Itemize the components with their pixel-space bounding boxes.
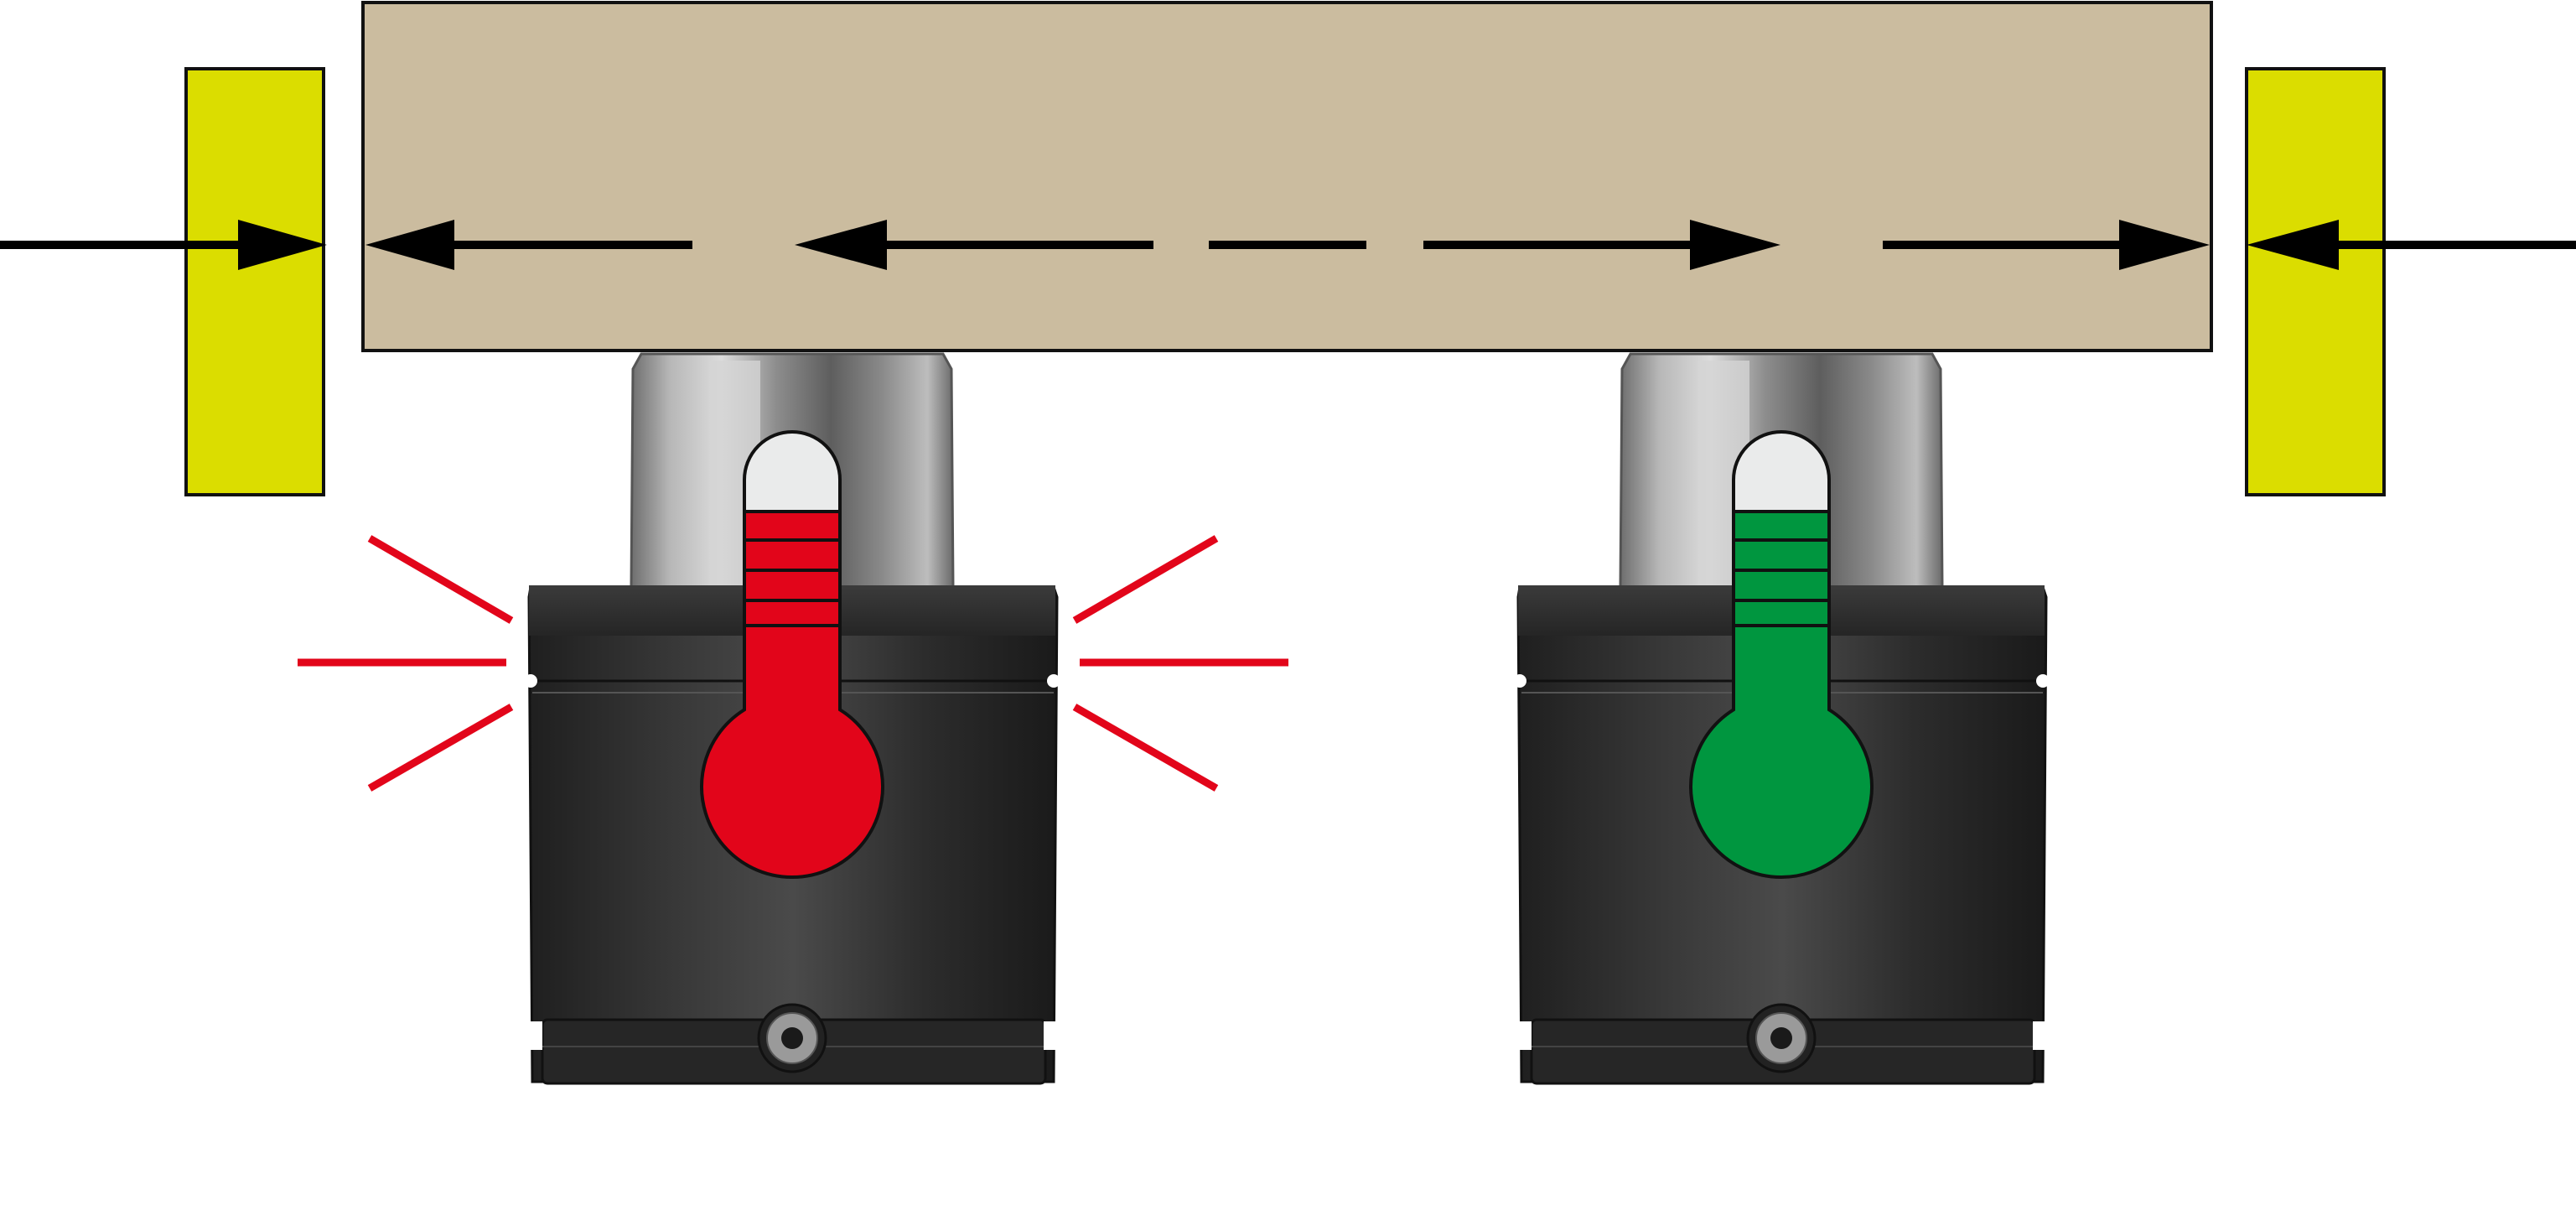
expansion-arrow-left-inner xyxy=(795,220,1153,270)
heat-ray xyxy=(367,535,514,624)
thermometer-hot-icon xyxy=(700,430,884,879)
heat-ray xyxy=(1072,704,1219,792)
thermometer-cap xyxy=(743,430,842,513)
thermometer-cap xyxy=(1732,430,1831,513)
expansion-arrow-left-outer xyxy=(365,220,692,270)
bottom-notch xyxy=(527,1021,542,1050)
bottom-notch xyxy=(1516,1021,1532,1050)
thermometer-body xyxy=(1689,510,1874,879)
left-clamping-force-arrow xyxy=(0,220,327,270)
modules xyxy=(298,352,2050,1085)
expansion-arrow-right-inner xyxy=(1423,220,1780,270)
workpiece-block xyxy=(361,1,2213,352)
screw-socket xyxy=(1770,1027,1792,1049)
housing-notch xyxy=(1513,674,1526,688)
heat-ray xyxy=(1072,535,1219,624)
thermometer-normal-icon xyxy=(1689,430,1874,879)
left-clamp-block xyxy=(184,67,325,496)
bottom-notch xyxy=(1044,1021,1059,1050)
expansion-arrow-right-outer xyxy=(1883,220,2210,270)
housing-notch xyxy=(524,674,537,688)
heat-ray xyxy=(367,704,514,792)
right-clamp-block xyxy=(2245,67,2386,496)
housing-notch xyxy=(1047,674,1060,688)
force-arrows xyxy=(0,220,2576,270)
right-clamping-force-arrow xyxy=(2247,220,2576,270)
thermometer-body xyxy=(700,510,884,879)
screw-socket xyxy=(781,1027,803,1049)
heat-rays xyxy=(298,535,1288,792)
housing-notch xyxy=(2036,674,2050,688)
temperature-module-normal xyxy=(1513,352,2050,1085)
temperature-module-hot xyxy=(298,352,1288,1085)
bottom-notch xyxy=(2033,1021,2048,1050)
